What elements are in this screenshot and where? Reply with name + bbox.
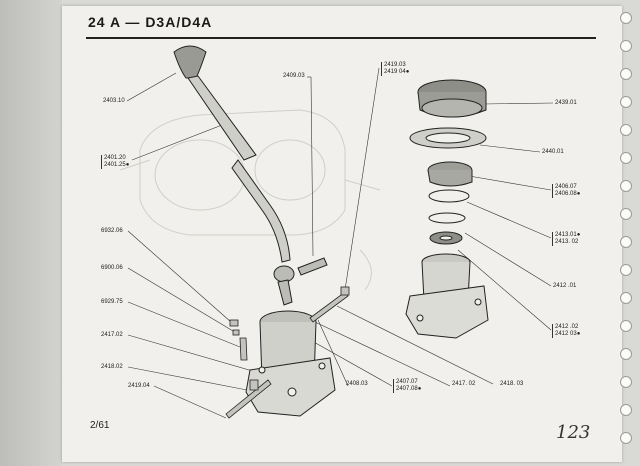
binding-hole: [620, 432, 632, 444]
callout-bottom-4: 2418. 03: [500, 381, 524, 387]
callout-left-5: 2418.02: [101, 364, 123, 370]
callout-pin: 2409.03: [283, 73, 305, 79]
callout-label: 2413.01●: [555, 232, 581, 238]
fastener-bolts: [225, 286, 350, 419]
callout-label: 2406.08●: [555, 191, 581, 197]
callout-label: 2407.07: [396, 379, 418, 385]
callout-label: 2407.08●: [396, 386, 422, 392]
binding-hole: [620, 376, 632, 388]
binding-hole: [620, 152, 632, 164]
folio-reference: 2/61: [90, 420, 110, 431]
handwritten-page-number: 123: [556, 422, 591, 443]
lever-pin: [297, 257, 328, 276]
binding-hole: [620, 320, 632, 332]
binding-hole: [620, 124, 632, 136]
callout-label: 2419.03: [384, 62, 406, 68]
header-rule: [86, 37, 596, 39]
binding-hole: [620, 236, 632, 248]
leader-lines: [126, 67, 554, 419]
callout-left-1: 6932.06: [101, 228, 123, 234]
scan-edge-shadow: [0, 0, 62, 466]
callout-label: 2413. 02: [555, 239, 579, 245]
callout-bottom-1: 2408.03: [346, 381, 368, 387]
callout-left-2: 6900.06: [101, 265, 123, 271]
binding-hole: [620, 208, 632, 220]
callout-knob: 2403.10: [103, 98, 125, 104]
binding-hole: [620, 96, 632, 108]
callout-bottom-2: 2407.07 2407.08●: [393, 379, 421, 393]
callout-right-4: 2413.01● 2413. 02: [552, 232, 580, 246]
binding-hole: [620, 292, 632, 304]
binding-hole: [620, 68, 632, 80]
gear-lever-assembly: [173, 45, 295, 306]
callout-bolt-top: 2419.03 2419 04●: [381, 62, 409, 76]
binding-hole: [620, 404, 632, 416]
callout-label: 2412 03●: [555, 331, 581, 337]
callout-label: 2401.25●: [104, 162, 130, 168]
lever-housing: [245, 310, 336, 417]
callout-label: 2401.20: [104, 155, 126, 161]
binding-hole: [620, 348, 632, 360]
catalog-page: [62, 6, 622, 462]
callout-left-6: 2419.04: [128, 383, 150, 389]
binding-hole: [620, 40, 632, 52]
callout-lever: 2401.20 2401.25●: [101, 155, 129, 169]
callout-left-3: 6929.75: [101, 299, 123, 305]
binding-hole: [620, 264, 632, 276]
callout-right-6: 2412 .02 2412 03●: [552, 324, 580, 338]
page-title: 24 A — D3A/D4A: [88, 14, 213, 30]
callout-label: 2419 04●: [384, 69, 410, 75]
ghost-gearbox-outline: [119, 109, 381, 291]
callout-right-5: 2412 .01: [553, 283, 577, 289]
binding-hole: [620, 12, 632, 24]
callout-right-2: 2440.01: [542, 149, 564, 155]
boot-and-ring-assembly: [405, 79, 489, 339]
binding-hole: [620, 180, 632, 192]
callout-label: 2412 .02: [555, 324, 579, 330]
callout-label: 2406.07: [555, 184, 577, 190]
callout-right-3: 2406.07 2406.08●: [552, 184, 580, 198]
callout-right-1: 2439.01: [555, 100, 577, 106]
callout-left-4: 2417.02: [101, 332, 123, 338]
callout-bottom-3: 2417. 02: [452, 381, 476, 387]
